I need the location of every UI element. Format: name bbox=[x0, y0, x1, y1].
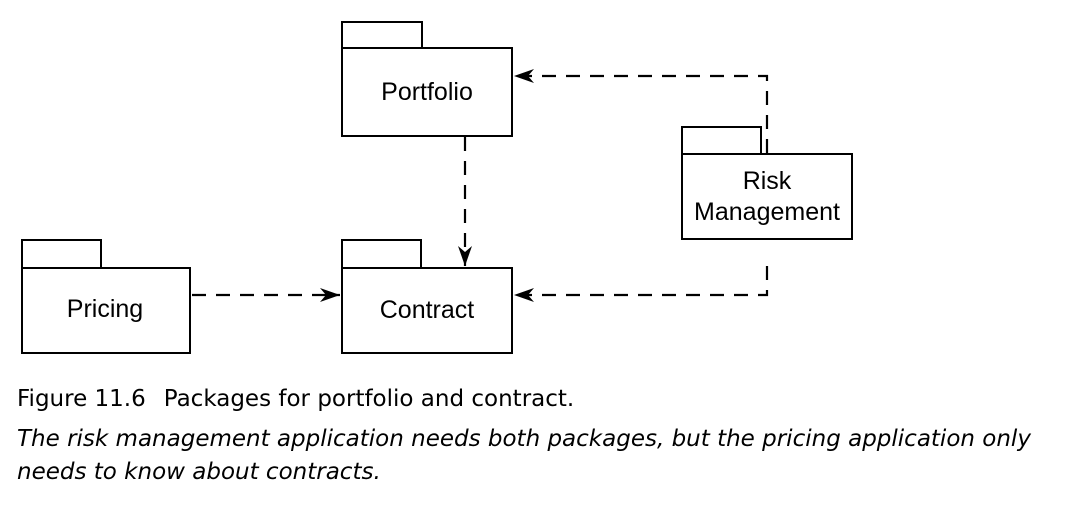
package-pricing-label: Pricing bbox=[67, 295, 143, 323]
package-portfolio-label: Portfolio bbox=[381, 78, 473, 106]
dependency-risk-management-to-contract bbox=[514, 266, 769, 302]
package-pricing-tab bbox=[21, 239, 102, 269]
figure-title: Packages for portfolio and contract. bbox=[163, 386, 575, 412]
figure-caption: Figure 11.6 Packages for portfolio and co… bbox=[17, 381, 1067, 489]
package-contract[interactable]: Contract bbox=[341, 239, 513, 354]
package-risk-management-label-line2: Management bbox=[694, 198, 840, 226]
package-contract-label: Contract bbox=[380, 296, 475, 324]
package-diagram: Portfolio Risk Management Pricing Contra… bbox=[21, 21, 853, 354]
dependency-risk-management-to-portfolio bbox=[514, 69, 769, 153]
package-portfolio[interactable]: Portfolio bbox=[341, 21, 513, 137]
figure-description: The risk management application needs bo… bbox=[17, 426, 1031, 485]
package-contract-body bbox=[341, 267, 513, 354]
package-risk-management-tab bbox=[681, 126, 762, 155]
package-portfolio-body bbox=[341, 47, 513, 137]
package-pricing-body bbox=[21, 267, 191, 354]
figure-number: Figure 11.6 bbox=[17, 386, 146, 412]
package-portfolio-tab bbox=[341, 21, 423, 49]
package-pricing[interactable]: Pricing bbox=[21, 239, 191, 354]
figure-caption-line: Figure 11.6 Packages for portfolio and co… bbox=[17, 381, 1067, 417]
package-contract-tab bbox=[341, 239, 422, 269]
package-risk-management-body bbox=[681, 153, 853, 240]
package-risk-management-label-line1: Risk bbox=[743, 167, 792, 195]
package-risk-management[interactable]: Risk Management bbox=[681, 126, 853, 240]
